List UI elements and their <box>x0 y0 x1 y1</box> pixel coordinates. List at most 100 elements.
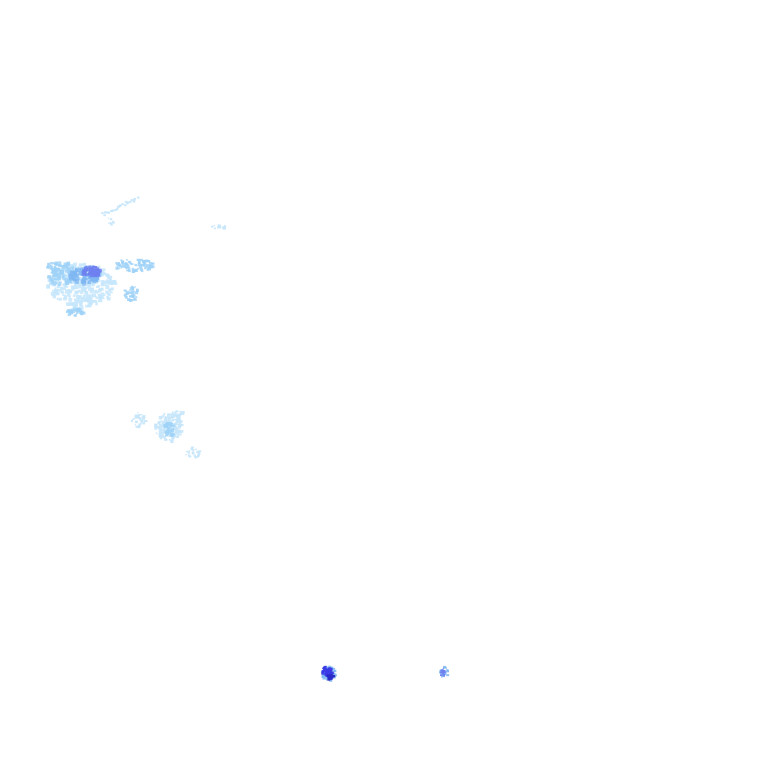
echo-pixel <box>166 429 170 432</box>
echo-pixel <box>57 289 61 292</box>
echo-pixel <box>175 420 179 424</box>
echo-pixel <box>175 427 179 430</box>
echo-pixel <box>92 279 97 284</box>
echo-pixel <box>59 273 62 276</box>
echo-pixel <box>211 225 214 228</box>
echo-pixel <box>106 281 110 285</box>
echo-pixel <box>108 222 110 224</box>
echo-pixel <box>441 676 443 678</box>
echo-pixel <box>103 280 106 283</box>
echo-pixel <box>57 283 62 286</box>
echo-pixel <box>136 415 140 419</box>
echo-pixel <box>132 199 136 202</box>
echo-pixel <box>192 449 195 452</box>
echo-pixel <box>61 275 65 279</box>
echo-pixel <box>64 294 68 299</box>
echo-pixel <box>54 279 57 283</box>
echo-pixel <box>329 676 332 678</box>
echo-pixel <box>73 304 77 309</box>
echo-pixel <box>187 451 190 454</box>
echo-pixel <box>78 271 82 275</box>
echo-pixel <box>123 265 127 268</box>
echo-pixel <box>68 295 71 298</box>
echo-pixel <box>139 267 141 269</box>
echo-pixel <box>95 296 99 299</box>
echo-pixel <box>61 265 65 270</box>
echo-pixel <box>176 435 179 438</box>
echo-pixel <box>129 289 131 292</box>
echo-pixel <box>326 671 329 674</box>
echo-pixel <box>71 288 75 291</box>
echo-pixel <box>57 261 62 266</box>
echo-pixel <box>197 454 200 457</box>
echo-pixel <box>102 297 105 300</box>
echo-pixel <box>151 262 155 265</box>
echo-pixel <box>100 280 104 283</box>
echo-pixel <box>91 276 95 280</box>
echo-pixel <box>134 417 137 419</box>
echo-pixel <box>137 267 139 270</box>
echo-pixel <box>104 211 108 214</box>
echo-pixel <box>58 269 63 274</box>
echo-pixel <box>55 261 58 264</box>
north-central-echo-speck <box>211 224 227 230</box>
echo-pixel <box>63 297 68 301</box>
echo-pixel <box>81 263 85 266</box>
echo-pixel <box>124 293 127 295</box>
echo-pixel <box>178 424 181 427</box>
echo-pixel <box>74 313 77 317</box>
echo-pixel <box>214 227 216 230</box>
echo-pixel <box>146 260 150 263</box>
echo-pixel <box>140 421 142 424</box>
echo-pixel <box>164 421 168 425</box>
echo-pixel <box>176 430 178 432</box>
echo-pixel <box>90 287 94 291</box>
echo-pixel <box>60 290 63 292</box>
echo-pixel <box>85 290 89 294</box>
echo-pixel <box>79 312 82 315</box>
echo-pixel <box>330 666 334 670</box>
north-echo-streak <box>101 196 140 226</box>
echo-pixel <box>130 285 134 288</box>
echo-pixel <box>179 410 181 413</box>
echo-pixel <box>158 429 163 434</box>
echo-pixel <box>53 266 57 269</box>
echo-pixel <box>125 266 128 269</box>
echo-pixel <box>76 308 79 311</box>
echo-pixel <box>158 424 161 427</box>
echo-pixel <box>76 300 80 304</box>
echo-pixel <box>192 452 195 454</box>
echo-pixel <box>138 417 142 420</box>
echo-pixel <box>82 262 86 267</box>
echo-pixel <box>160 434 164 438</box>
echo-pixel <box>171 433 175 436</box>
echo-pixel <box>326 669 329 672</box>
echo-pixel <box>105 279 108 282</box>
echo-pixel <box>183 411 185 413</box>
echo-pixel <box>78 289 81 293</box>
echo-pixel <box>87 280 92 285</box>
echo-pixel <box>79 303 83 306</box>
echo-pixel <box>118 262 120 265</box>
echo-pixel <box>180 430 184 433</box>
echo-pixel <box>140 419 144 422</box>
echo-pixel <box>144 265 148 269</box>
echo-pixel <box>182 413 185 415</box>
echo-pixel <box>186 450 188 453</box>
echo-pixel <box>163 412 166 415</box>
echo-pixel <box>131 295 135 298</box>
echo-pixel <box>56 281 60 285</box>
echo-pixel <box>158 425 162 430</box>
echo-pixel <box>72 278 75 281</box>
echo-pixel <box>330 673 333 677</box>
echo-pixel <box>77 309 80 312</box>
echo-pixel <box>324 674 327 676</box>
echo-pixel <box>197 450 201 453</box>
echo-pixel <box>108 275 113 279</box>
echo-pixel <box>88 288 91 291</box>
echo-pixel <box>190 448 193 451</box>
echo-pixel <box>67 309 71 312</box>
echo-pixel <box>82 276 86 279</box>
echo-pixel <box>442 668 444 670</box>
echo-pixel <box>55 281 58 285</box>
